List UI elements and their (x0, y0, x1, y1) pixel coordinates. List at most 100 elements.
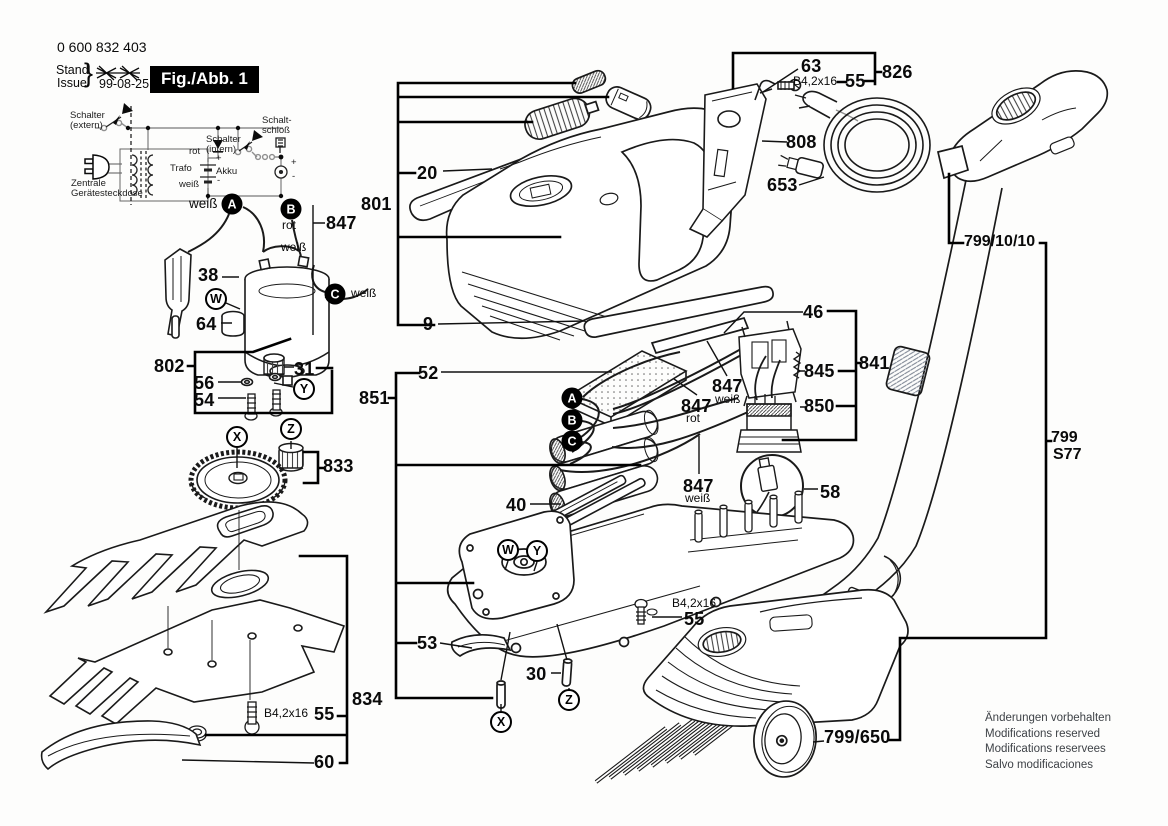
letter-badge-z: Z (280, 418, 302, 440)
part-callout: 63 (801, 56, 822, 76)
part-callout: 847 (712, 376, 743, 396)
schematic-label: + (216, 153, 222, 164)
part-callout: 833 (323, 456, 354, 476)
part-callout: 847 (326, 213, 357, 233)
upper-housing (409, 69, 774, 355)
part-callout: 9 (423, 314, 434, 334)
schematic-label: Schalter (206, 134, 241, 145)
part-callout: 799/10/10 (964, 233, 1036, 250)
skid-plate-60 (40, 720, 202, 771)
part-callout: 30 (526, 664, 547, 684)
disclaimer-line-en: Modifications reserved (985, 727, 1101, 740)
part-callout: 55 (845, 71, 866, 91)
wiring-schematic (84, 65, 859, 205)
leader-lines (181, 68, 825, 764)
schematic-label: Schalter (70, 110, 105, 121)
part-callout: 54 (194, 390, 215, 410)
part-callout: 847 (681, 396, 712, 416)
part-callout: 60 (314, 752, 335, 772)
schematic-label: Schalt- (262, 115, 292, 126)
part-callout: 850 (804, 396, 835, 416)
letter-badge-w: W (497, 539, 519, 561)
part-callout: 52 (418, 363, 439, 383)
part-callout: 40 (506, 495, 527, 515)
part-callout: 841 (859, 353, 890, 373)
letter-badge-y: Y (293, 378, 315, 400)
schematic-label: (extern) (70, 120, 103, 131)
part-callout: 46 (803, 302, 824, 322)
part-callout: 55 (684, 609, 705, 629)
disclaimer-line-de: Änderungen vorbehalten (985, 712, 1111, 724)
document-part-number: 0 600 832 403 (57, 39, 147, 55)
brace-glyph: } (84, 58, 94, 88)
part-callout: 851 (359, 388, 390, 408)
part-callout: 802 (154, 356, 185, 376)
letter-badge-c: C (561, 430, 583, 452)
part-callout: 845 (804, 361, 835, 381)
part-callout: B4,2x16 (264, 706, 309, 720)
part-callout: 826 (882, 62, 913, 82)
switch-assembly-46 (736, 320, 802, 453)
letter-badge-y: Y (526, 540, 548, 562)
part-callout: rot (686, 411, 701, 425)
part-callout: 799 (1051, 429, 1078, 446)
wall-bracket-826 (688, 78, 802, 238)
letter-badge-w: W (205, 288, 227, 310)
part-callout: 808 (786, 132, 817, 152)
power-cord-653 (778, 90, 931, 193)
schematic-label: Gerätesteckdose (71, 188, 143, 199)
part-callout: weiß (685, 491, 711, 505)
disclaimer-line-es: Salvo modificaciones (985, 758, 1094, 771)
letter-badge-x: X (490, 711, 512, 733)
part-callout: B4,2x16 (672, 596, 717, 610)
letter-badge-b: B (561, 409, 583, 431)
schematic-label: Akku (216, 166, 238, 177)
battery-pack (531, 348, 749, 533)
letter-badge-c: C (324, 283, 346, 305)
stand-label: Stand (56, 63, 89, 77)
part-callout: 64 (196, 314, 217, 334)
disclaimer-text: Änderungen vorbehalten Modifications res… (985, 711, 1111, 773)
schematic-label: rot (189, 146, 201, 157)
part-callout: 53 (417, 633, 438, 653)
callout-brackets (186, 51, 1053, 765)
part-callout: 799/650 (824, 727, 891, 747)
motor-assembly (164, 206, 369, 421)
schematic-label: + (291, 157, 297, 168)
letter-badge-a: A (221, 193, 243, 215)
schematic-label: - (292, 171, 296, 182)
gear-set-833 (188, 442, 304, 511)
lower-housing (446, 490, 855, 709)
schematic-label: schloß (262, 125, 290, 136)
schematic-label: (intern) (206, 144, 237, 155)
part-callout: rot (282, 218, 297, 232)
part-callout: 31 (294, 359, 315, 379)
letter-badge-a: A (561, 387, 583, 409)
schematic-label: Trafo (170, 163, 192, 174)
part-callout: 653 (767, 175, 798, 195)
letter-badge-x: X (226, 426, 248, 448)
schematic-label: Zentrale (71, 178, 106, 189)
part-callout: 834 (352, 689, 383, 709)
part-callout: 56 (194, 373, 215, 393)
part-callout: weiß (715, 392, 741, 406)
part-callout: 847 (683, 476, 714, 496)
assembled-tool-799-650 (594, 559, 909, 784)
schematic-label: weiß (179, 179, 200, 190)
part-callout: weiß (189, 196, 218, 211)
part-callout: S77 (1053, 446, 1082, 463)
part-callout: 801 (361, 194, 392, 214)
moving-blade (43, 501, 309, 614)
part-callout: weiß (351, 286, 377, 300)
part-callout: 55 (314, 704, 335, 724)
disclaimer-line-fr: Modifications reservees (985, 743, 1106, 755)
figure-label: Fig./Abb. 1 (150, 66, 259, 93)
part-callout: 20 (417, 163, 438, 183)
schematic-label: - (217, 175, 221, 186)
part-callout: 38 (198, 265, 219, 285)
issue-label: Issue (57, 76, 87, 90)
issue-date: 99-08-25 (99, 77, 150, 91)
